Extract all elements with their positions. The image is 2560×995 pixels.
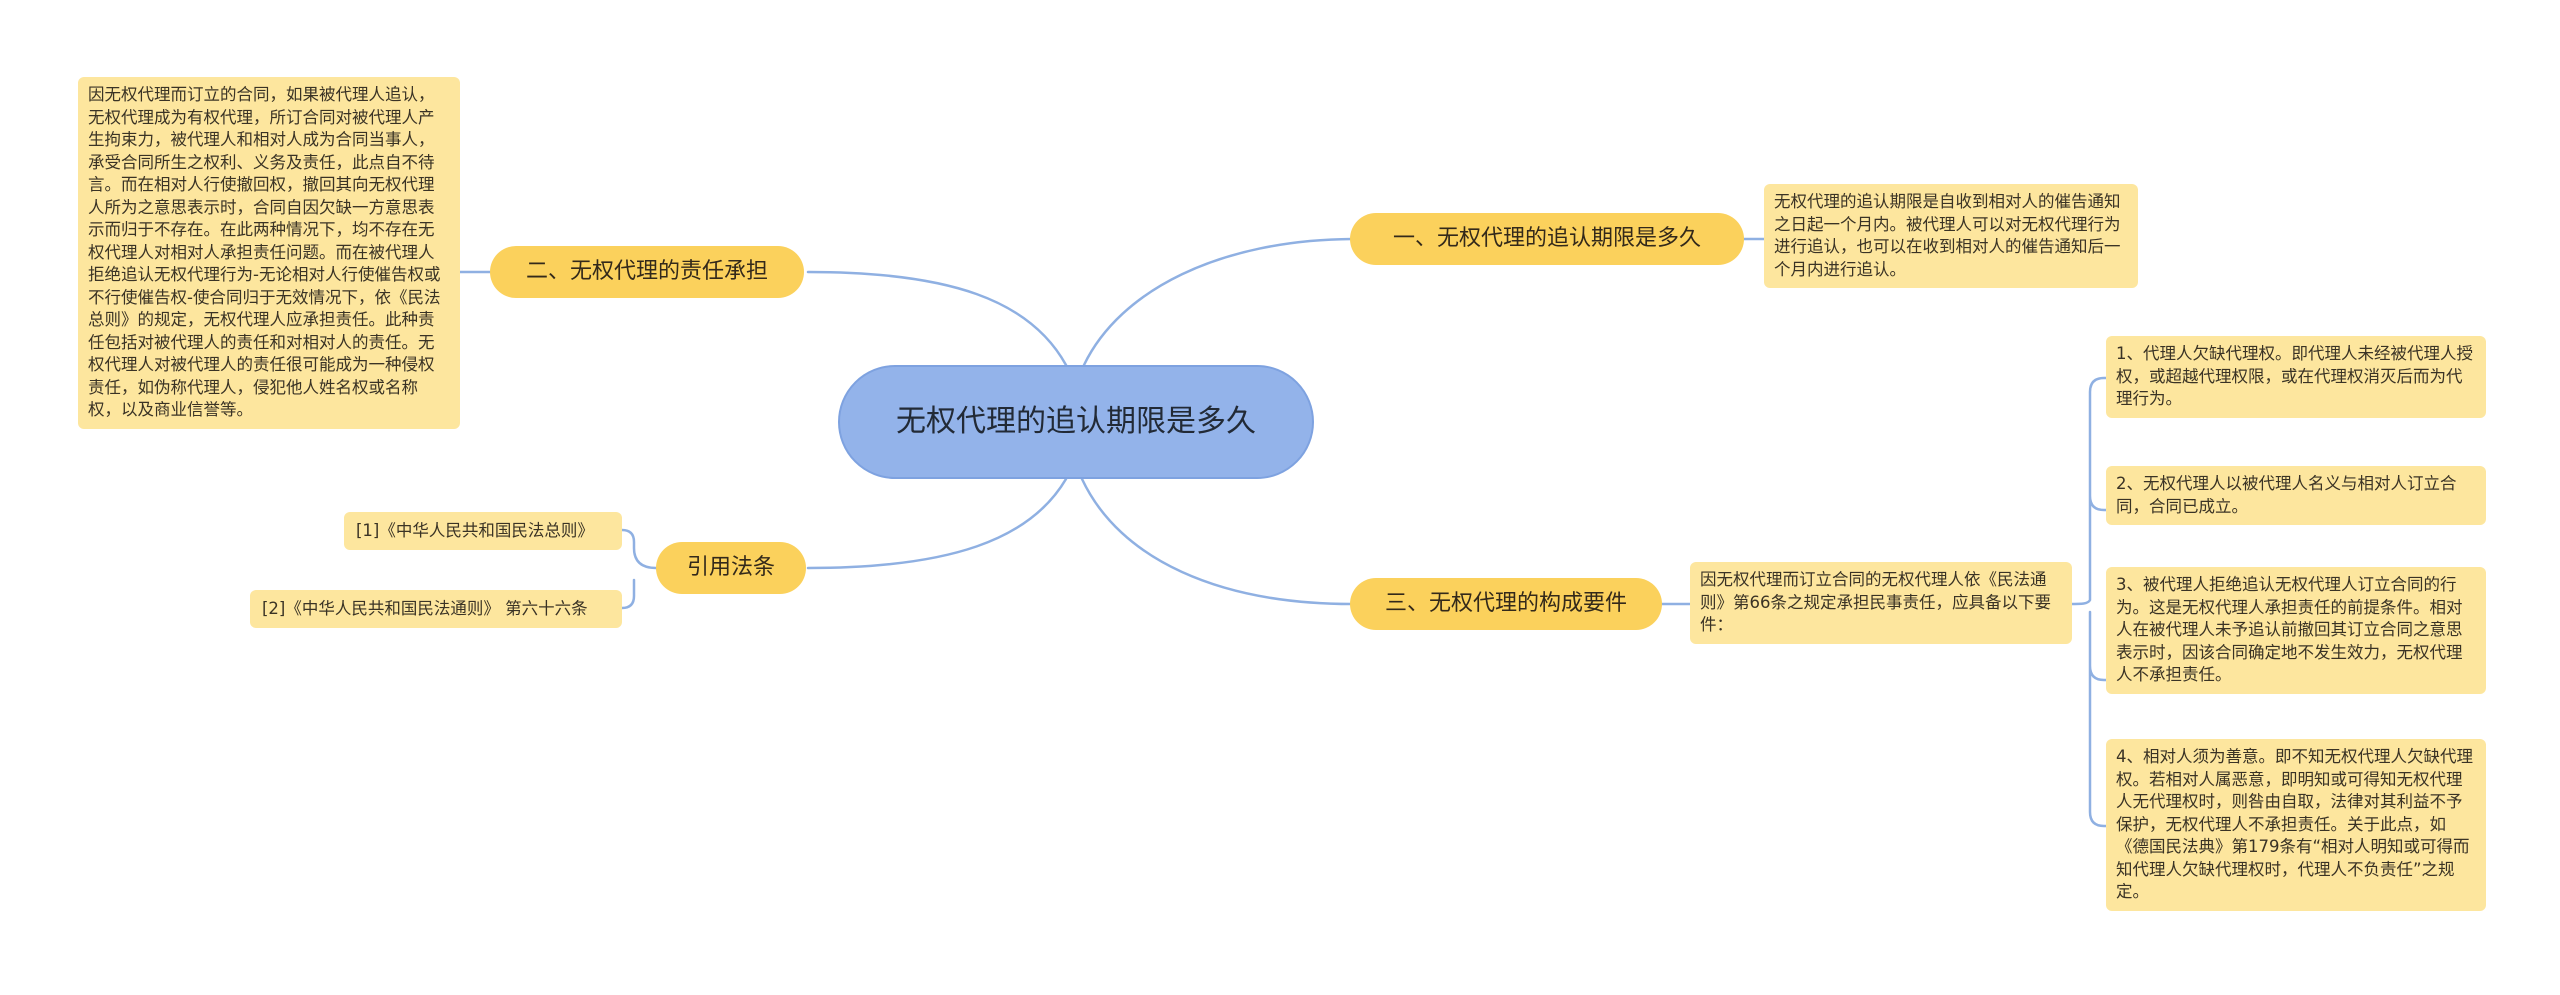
leaf-text: 因无权代理而订立的合同，如果被代理人追认，无权代理成为有权代理，所订合同对被代理… (88, 85, 441, 419)
link-root-b2 (806, 270, 1068, 367)
root-topic-label: 无权代理的追认期限是多久 (896, 404, 1256, 439)
branch-label: 二、无权代理的责任承担 (525, 259, 768, 284)
branch-cited-laws[interactable]: 引用法条 (656, 542, 806, 594)
branch-label: 引用法条 (686, 555, 775, 580)
leaf-text: 1、代理人欠缺代理权。即代理人未经被代理人授权，或超越代理权限，或在代理权消灭后… (2116, 344, 2473, 408)
branch-elements[interactable]: 三、无权代理的构成要件 (1350, 578, 1662, 630)
link-b4-refs (618, 528, 658, 610)
leaf-elements-intro: 因无权代理而订立合同的无权代理人依《民法通则》第66条之规定承担民事责任，应具备… (1690, 562, 2072, 644)
link-root-b4 (806, 477, 1068, 570)
link-intro-items (2068, 376, 2110, 828)
leaf-text: [1]《中华人民共和国民法总则》 (356, 521, 594, 540)
root-topic[interactable]: 无权代理的追认期限是多久 (838, 365, 1314, 479)
leaf-law-ref: [2]《中华人民共和国民法通则》 第六十六条 (250, 590, 622, 628)
leaf-element-item: 2、无权代理人以被代理人名义与相对人订立合同，合同已成立。 (2106, 466, 2486, 525)
branch-tracking-period[interactable]: 一、无权代理的追认期限是多久 (1350, 213, 1744, 265)
leaf-law-ref: [1]《中华人民共和国民法总则》 (344, 512, 622, 550)
link-root-b1 (1082, 237, 1354, 367)
leaf-text: 4、相对人须为善意。即不知无权代理人欠缺代理权。若相对人属恶意，即明知或可得知无… (2116, 747, 2473, 901)
leaf-text: 无权代理的追认期限是自收到相对人的催告通知之日起一个月内。被代理人可以对无权代理… (1774, 192, 2121, 279)
branch-label: 三、无权代理的构成要件 (1384, 591, 1627, 616)
leaf-liability-text: 因无权代理而订立的合同，如果被代理人追认，无权代理成为有权代理，所订合同对被代理… (78, 77, 460, 429)
leaf-text: 因无权代理而订立合同的无权代理人依《民法通则》第66条之规定承担民事责任，应具备… (1700, 570, 2051, 634)
leaf-tracking-period-text: 无权代理的追认期限是自收到相对人的催告通知之日起一个月内。被代理人可以对无权代理… (1764, 184, 2138, 288)
leaf-text: [2]《中华人民共和国民法通则》 第六十六条 (262, 599, 588, 618)
leaf-element-item: 1、代理人欠缺代理权。即代理人未经被代理人授权，或超越代理权限，或在代理权消灭后… (2106, 336, 2486, 418)
leaf-text: 2、无权代理人以被代理人名义与相对人订立合同，合同已成立。 (2116, 474, 2457, 516)
branch-liability[interactable]: 二、无权代理的责任承担 (490, 246, 804, 298)
branch-label: 一、无权代理的追认期限是多久 (1392, 226, 1701, 251)
link-root-b3 (1080, 477, 1354, 606)
leaf-element-item: 4、相对人须为善意。即不知无权代理人欠缺代理权。若相对人属恶意，即明知或可得知无… (2106, 739, 2486, 911)
leaf-element-item: 3、被代理人拒绝追认无权代理人订立合同的行为。这是无权代理人承担责任的前提条件。… (2106, 567, 2486, 694)
leaf-text: 3、被代理人拒绝追认无权代理人订立合同的行为。这是无权代理人承担责任的前提条件。… (2116, 575, 2463, 684)
